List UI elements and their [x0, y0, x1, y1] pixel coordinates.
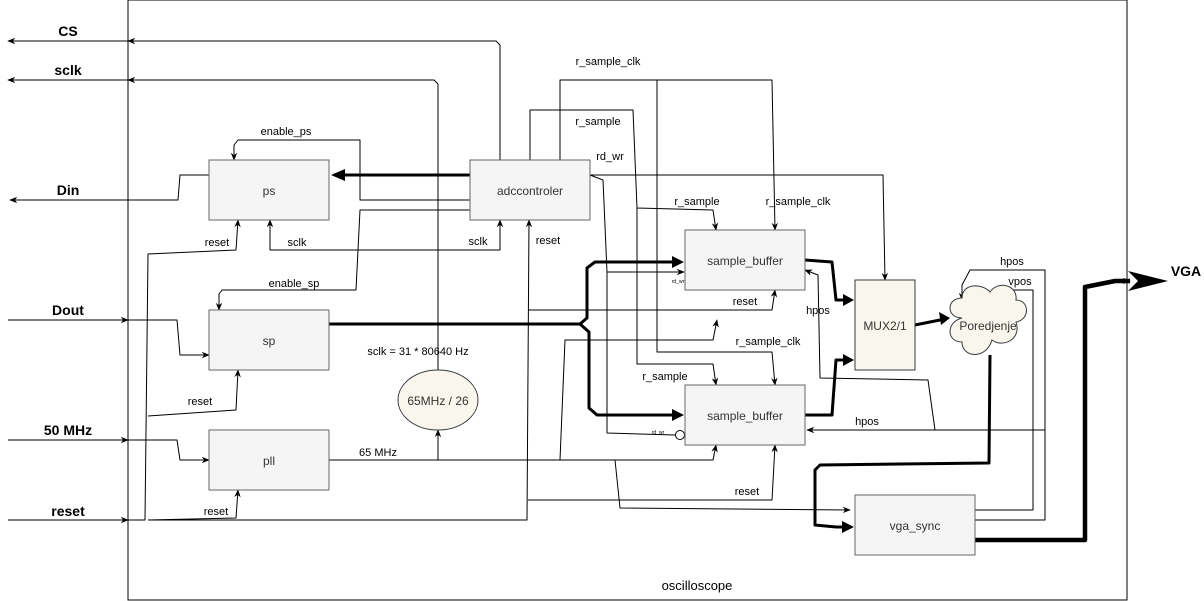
sample-buffer-bottom-block[interactable] — [684, 384, 806, 446]
hpos-mux-label: hpos — [806, 305, 830, 317]
reset-sp-label: reset — [188, 396, 212, 408]
vga-sync-label: vga_sync — [890, 519, 941, 533]
port-sclk-label: sclk — [54, 62, 81, 78]
r-sample-top-label: r_sample — [575, 116, 620, 128]
r-sample-clk-top-label: r_sample_clk — [576, 56, 641, 68]
adccontroler-label: adccontroler — [497, 184, 563, 198]
adccontroler-block[interactable] — [469, 159, 591, 221]
sample-buffer-top-block[interactable] — [684, 229, 806, 291]
reset-pll-label: reset — [204, 506, 228, 518]
enable-sp-label: enable_sp — [269, 278, 320, 290]
ps-label: ps — [263, 184, 276, 198]
rd-wr-tiny-1-label: rd_wr — [672, 279, 685, 285]
port-wires — [7, 37, 1168, 543]
mux-label: MUX2/1 — [863, 319, 907, 333]
sp-label: sp — [263, 334, 276, 348]
port-dout-label: Dout — [52, 302, 84, 318]
mux-block[interactable] — [854, 279, 916, 371]
divider-label: 65MHz / 26 — [407, 394, 469, 408]
vpos-vga-label: vpos — [1008, 276, 1032, 288]
oscilloscope-caption: oscilloscope — [662, 578, 733, 593]
pll-label: pll — [263, 454, 275, 468]
hpos-vga-label: hpos — [1000, 256, 1024, 268]
port-50mhz-label: 50 MHz — [44, 422, 92, 438]
port-din-label: Din — [57, 182, 80, 198]
sclk-adc-label: sclk — [469, 236, 488, 248]
sp-block[interactable] — [208, 309, 330, 371]
pll-block[interactable] — [208, 429, 330, 491]
sample-buffer-bottom-label: sample_buffer — [707, 409, 783, 423]
rd-wr-label: rd_wr — [596, 151, 624, 163]
r-sample-sb2-label: r_sample — [642, 371, 687, 383]
reset-vga-label: reset — [735, 486, 759, 498]
divider-block[interactable] — [397, 369, 479, 431]
oscilloscope-frame — [127, 0, 1128, 601]
r-sample-sb1-label: r_sample — [674, 196, 719, 208]
poredjenje-label: Poredjenje — [959, 319, 1017, 333]
sclk-formula-label: sclk = 31 * 80640 Hz — [367, 346, 468, 358]
port-vga-label: VGA — [1171, 263, 1201, 279]
signal-wires — [127, 37, 1046, 521]
reset-adc-label: reset — [536, 235, 560, 247]
reset-ps-label: reset — [205, 237, 229, 249]
r-sample-clk-sb2-label: r_sample_clk — [736, 336, 801, 348]
data-wires — [329, 169, 992, 533]
vga-sync-block[interactable] — [854, 494, 976, 556]
enable-ps-label: enable_ps — [261, 126, 312, 138]
freq-65-label: 65 MHz — [359, 447, 397, 459]
reset-sb1-label: reset — [733, 296, 757, 308]
ps-block[interactable] — [208, 159, 330, 221]
port-cs-label: CS — [58, 23, 77, 39]
sample-buffer-top-label: sample_buffer — [707, 254, 783, 268]
rd-wr-tiny-2-label: rd_wr — [652, 430, 665, 436]
sclk-ps-label: sclk — [288, 237, 307, 249]
hpos-sb2-label: hpos — [855, 416, 879, 428]
poredjenje-cloud[interactable] — [949, 284, 1027, 355]
r-sample-clk-sb1-label: r_sample_clk — [766, 196, 831, 208]
port-reset-label: reset — [51, 503, 85, 519]
